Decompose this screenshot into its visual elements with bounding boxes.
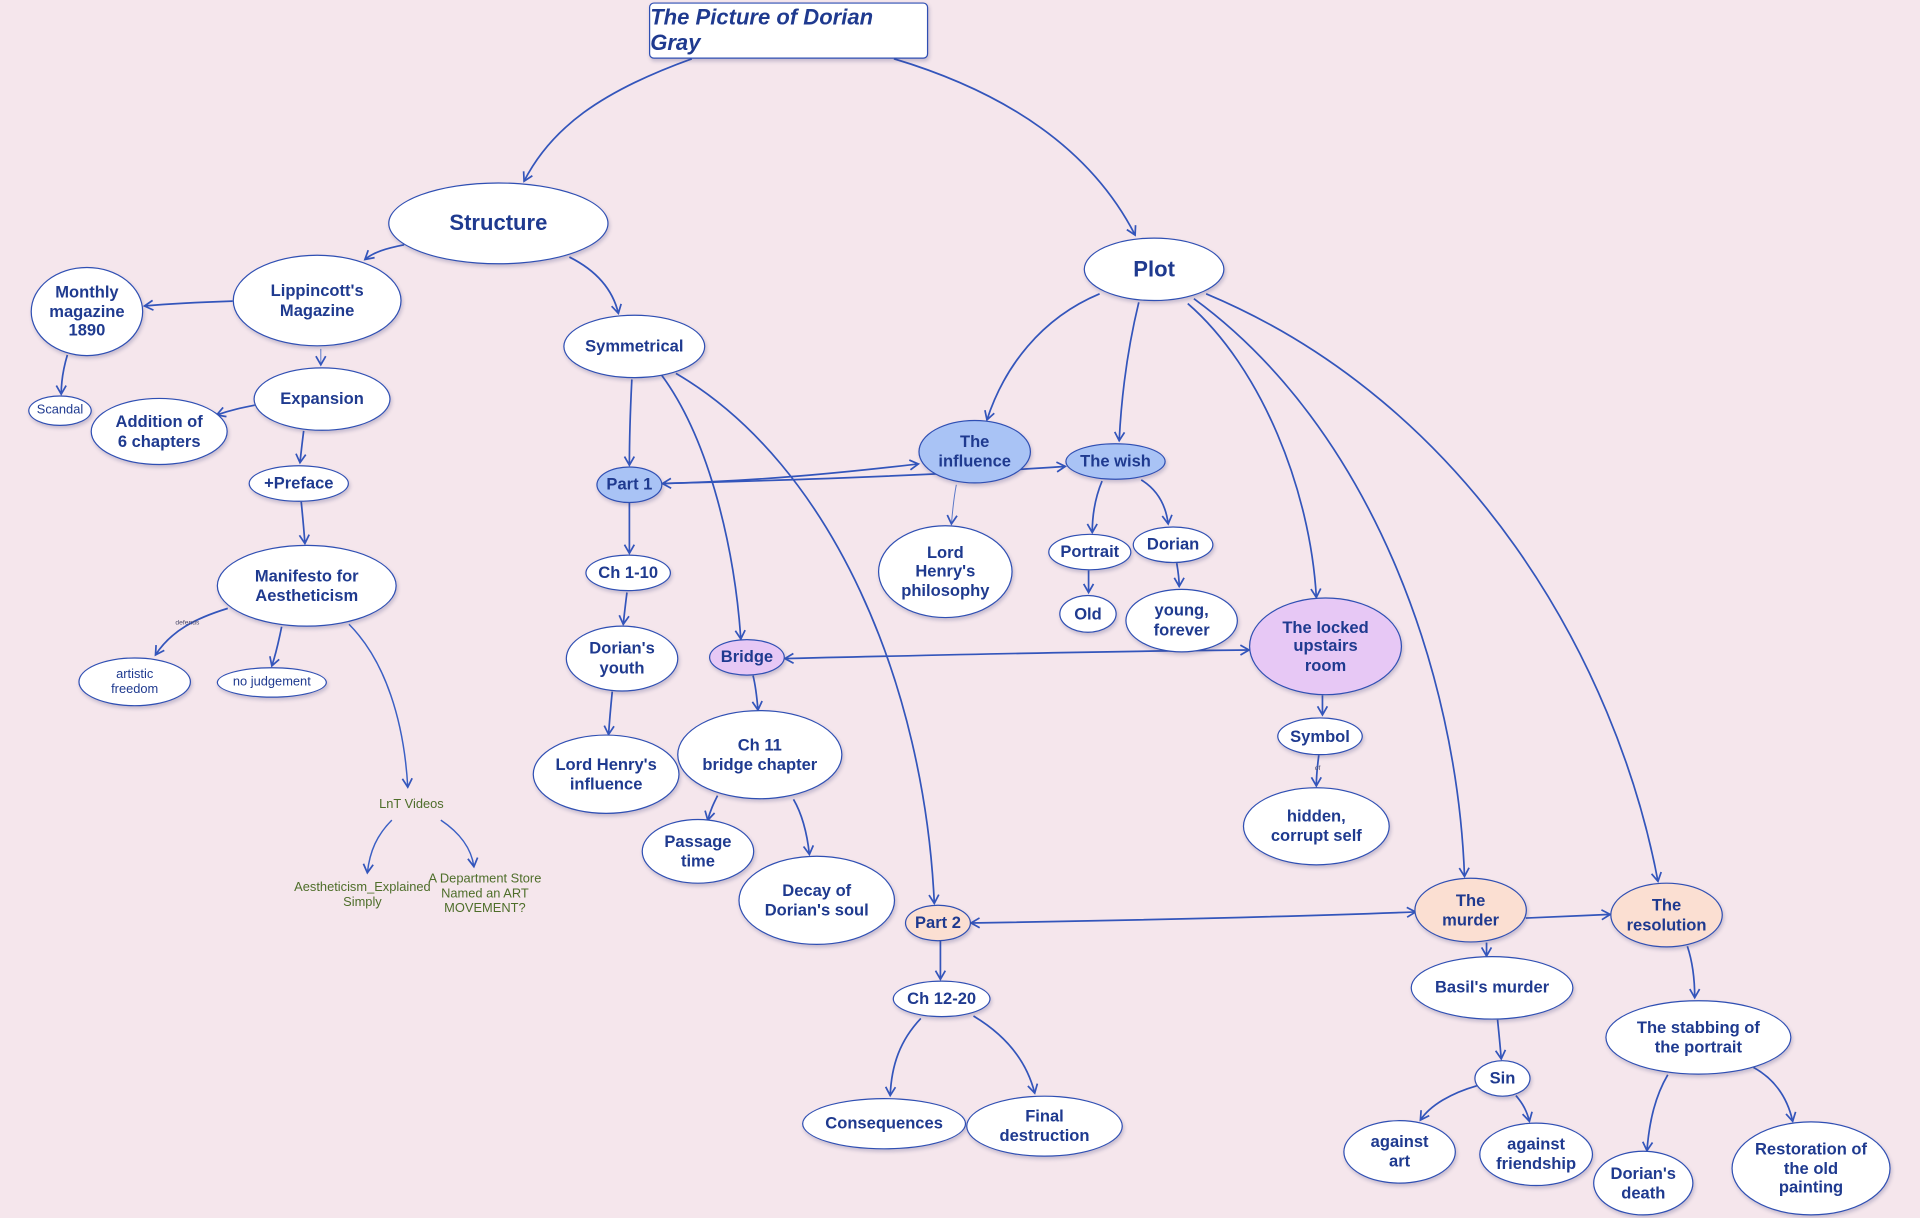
node-passage-time[interactable]: Passage time — [641, 818, 755, 884]
node-manifesto[interactable]: Manifesto for Aestheticism — [216, 544, 397, 627]
edge-part2-murder — [969, 906, 1418, 929]
edge-sin-art — [1419, 1084, 1477, 1122]
node-restoration[interactable]: Restoration of the old painting — [1731, 1121, 1891, 1216]
edge-ch12-20-destruction — [973, 1015, 1039, 1095]
node-lord-henrys-influence[interactable]: Lord Henry's influence — [532, 734, 680, 815]
edge-plot-wish — [1113, 302, 1140, 443]
node-ch1-10[interactable]: Ch 1-10 — [585, 554, 672, 592]
edge-manifesto-freedom — [154, 607, 229, 657]
edge-ch1-10-youth — [618, 592, 630, 627]
node-basils-murder[interactable]: Basil's murder — [1410, 956, 1574, 1020]
node-final-destruction[interactable]: Final destruction — [966, 1095, 1123, 1157]
node-part-2[interactable]: Part 2 — [904, 904, 972, 942]
edge-manifesto-nojudgement — [269, 626, 283, 668]
node-the-wish[interactable]: The wish — [1065, 443, 1166, 480]
node-expansion[interactable]: Expansion — [253, 367, 391, 431]
edge-preface-manifesto — [298, 501, 310, 546]
node-ch11[interactable]: Ch 11 bridge chapter — [677, 709, 843, 800]
edge-symmetrical-part2 — [675, 372, 940, 906]
node-addition-6-chapters[interactable]: Addition of 6 chapters — [90, 397, 228, 466]
edge-bridge-ch11 — [751, 675, 763, 712]
edge-youth-henry-influence — [603, 691, 615, 737]
node-no-judgement[interactable]: no judgement — [216, 667, 327, 698]
node-dorians-death[interactable]: Dorian's death — [1593, 1150, 1694, 1216]
node-structure[interactable]: Structure — [388, 182, 609, 265]
node-hidden-corrupt-self[interactable]: hidden, corrupt self — [1242, 787, 1390, 866]
node-part-1[interactable]: Part 1 — [596, 466, 663, 504]
edge-influence-philosophy — [946, 484, 958, 526]
edge-title-structure — [522, 57, 693, 183]
edge-plot-locked — [1187, 302, 1322, 600]
edge-structure-lippincotts — [363, 243, 405, 261]
node-monthly-magazine[interactable]: Monthly magazine 1890 — [30, 266, 144, 357]
edge-sin-friendship — [1515, 1095, 1533, 1123]
link-aestheticism-explained[interactable]: Aestheticism_Explained Simply — [294, 880, 431, 910]
node-locked-upstairs-room[interactable]: The locked upstairs room — [1248, 597, 1403, 696]
node-consequences[interactable]: Consequences — [802, 1098, 967, 1150]
node-decay[interactable]: Decay of Dorian's soul — [738, 855, 896, 946]
node-bridge[interactable]: Bridge — [708, 638, 785, 676]
edge-symmetrical-part1 — [623, 379, 636, 467]
edge-lippincotts-monthly — [142, 299, 233, 311]
edge-stabbing-restoration — [1753, 1066, 1797, 1123]
edge-videos-deptstore — [440, 819, 479, 869]
node-dorians-youth[interactable]: Dorian's youth — [565, 625, 679, 692]
edge-resolution-stabbing — [1686, 945, 1701, 1000]
node-stabbing-portrait[interactable]: The stabbing of the portrait — [1605, 1000, 1792, 1075]
node-sin[interactable]: Sin — [1474, 1060, 1531, 1097]
edge-wish-dorian — [1140, 479, 1173, 526]
node-lord-henrys-philosophy[interactable]: Lord Henry's philosophy — [877, 525, 1013, 619]
node-against-friendship[interactable]: against friendship — [1479, 1122, 1594, 1187]
edge-symmetrical-bridge — [660, 374, 746, 641]
node-symmetrical[interactable]: Symmetrical — [563, 314, 706, 379]
node-the-resolution[interactable]: The resolution — [1610, 882, 1723, 948]
node-lippincotts[interactable]: Lippincott's Magazine — [232, 254, 402, 347]
node-dorian[interactable]: Dorian — [1132, 526, 1214, 564]
node-young-forever[interactable]: young, forever — [1125, 588, 1238, 653]
edge-plot-murder — [1193, 297, 1470, 879]
node-portrait[interactable]: Portrait — [1048, 533, 1132, 571]
edge-structure-symmetrical — [569, 256, 622, 316]
node-old[interactable]: Old — [1059, 594, 1117, 633]
node-against-art[interactable]: against art — [1343, 1120, 1456, 1184]
node-symbol[interactable]: Symbol — [1277, 717, 1363, 756]
edge-basil-sin — [1494, 1019, 1507, 1061]
edge-plot-resolution — [1205, 292, 1663, 884]
node-preface[interactable]: +Preface — [248, 465, 349, 502]
edge-manifesto-videos — [348, 623, 413, 789]
edge-ch11-decay — [792, 798, 815, 857]
edge-plot-influence — [984, 292, 1100, 422]
edge-ch12-20-consequences — [884, 1017, 922, 1098]
edge-stabbing-death — [1641, 1074, 1669, 1153]
edge-expansion-addition — [215, 404, 255, 418]
link-department-store[interactable]: A Department Store Named an ART MOVEMENT… — [428, 871, 542, 916]
node-the-murder[interactable]: The murder — [1414, 877, 1527, 943]
node-the-influence[interactable]: The influence — [918, 419, 1032, 484]
edge-title-plot — [893, 57, 1137, 237]
node-artistic-freedom[interactable]: artistic freedom — [78, 657, 192, 707]
edge-label-of: of — [1314, 765, 1321, 773]
map-title[interactable]: The Picture of Dorian Gray — [648, 2, 929, 59]
link-lnt-videos[interactable]: LnT Videos — [379, 796, 444, 812]
edge-expansion-preface — [295, 430, 307, 465]
node-scandal[interactable]: Scandal — [28, 395, 92, 426]
edge-ch11-passage — [704, 795, 719, 822]
edge-videos-aestheticism — [362, 819, 393, 875]
edge-monthly-scandal — [55, 354, 69, 396]
edge-symbol-hidden — [1310, 755, 1322, 788]
edge-label-defends: defends — [175, 619, 200, 627]
node-ch12-20[interactable]: Ch 12-20 — [892, 980, 991, 1018]
edge-wish-portrait — [1086, 480, 1103, 535]
edge-murder-resolution — [1525, 909, 1612, 921]
edge-dorian-young — [1173, 562, 1185, 589]
node-plot[interactable]: Plot — [1083, 237, 1225, 302]
